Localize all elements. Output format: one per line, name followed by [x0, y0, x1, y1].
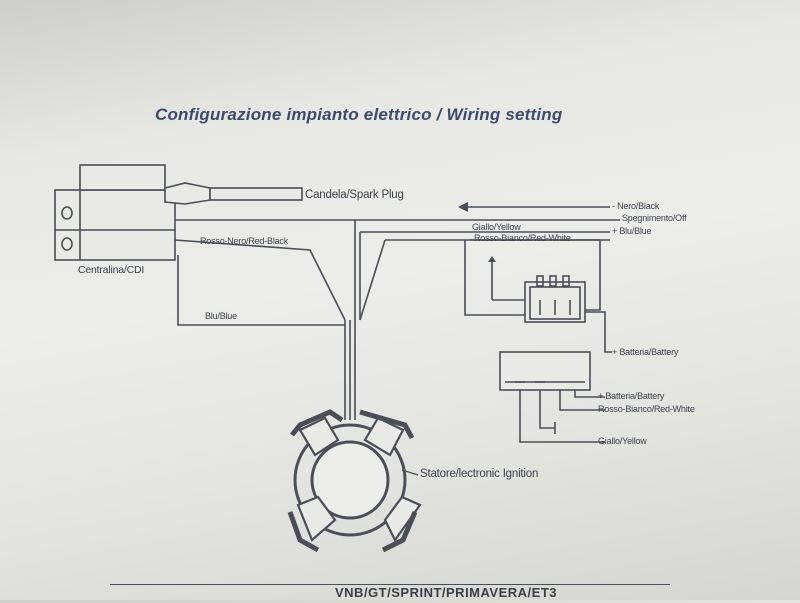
rosso-nero-label: Rosso-Nero/Red-Black — [200, 236, 289, 246]
rosso-bianco-bottom-label: Rosso-Bianco/Red-White — [598, 404, 695, 414]
cdi-mount-hole-bottom — [61, 237, 73, 251]
regulator-lower — [499, 351, 591, 391]
batteria-lower-label: + Batteria/Battery — [598, 391, 665, 401]
cdi-top-body — [79, 164, 166, 191]
spark-plug-boot — [164, 182, 211, 205]
blu-left-label: Blu/Blue — [205, 311, 237, 321]
stator-coil-top-left — [298, 416, 340, 457]
rosso-bianco-top-label: Rosso-Bianco/Red-White — [474, 233, 571, 243]
giallo-bottom-label: Giallo/Yellow — [598, 436, 647, 446]
footer-text: VNB/GT/SPRINT/PRIMAVERA/ET3 — [335, 585, 558, 600]
triangle-marker-icon — [488, 256, 496, 262]
batteria-upper-label: + Batteria/Battery — [612, 347, 679, 357]
stator-coil-bottom-right — [383, 495, 422, 543]
stator-label: Statore/lectronic Ignition — [420, 468, 539, 480]
spegnimento-label: Spegnimento/Off — [622, 213, 687, 223]
blu-right-label: + Blu/Blue — [612, 226, 652, 236]
diagram-title: Configurazione impianto elettrico / Wiri… — [155, 105, 563, 124]
cdi-mount-hole-top — [61, 206, 73, 220]
footer-model-line: VNB/GT/SPRINT/PRIMAVERA/ET3 — [110, 584, 670, 603]
stator-coil-top-right — [363, 416, 405, 457]
spark-plug-cable — [209, 187, 303, 201]
stator-assembly — [287, 409, 422, 553]
spark-plug-label: Candela/Spark Plug — [305, 189, 404, 201]
nero-black-label: - Nero/Black — [612, 201, 660, 211]
arrow-left-icon — [458, 202, 468, 212]
cdi-label: Centralina/CDI — [78, 264, 145, 276]
cdi-box — [54, 189, 176, 261]
stator-coil-bottom-left — [296, 495, 337, 542]
giallo-top-label: Giallo/Yellow — [472, 222, 521, 232]
